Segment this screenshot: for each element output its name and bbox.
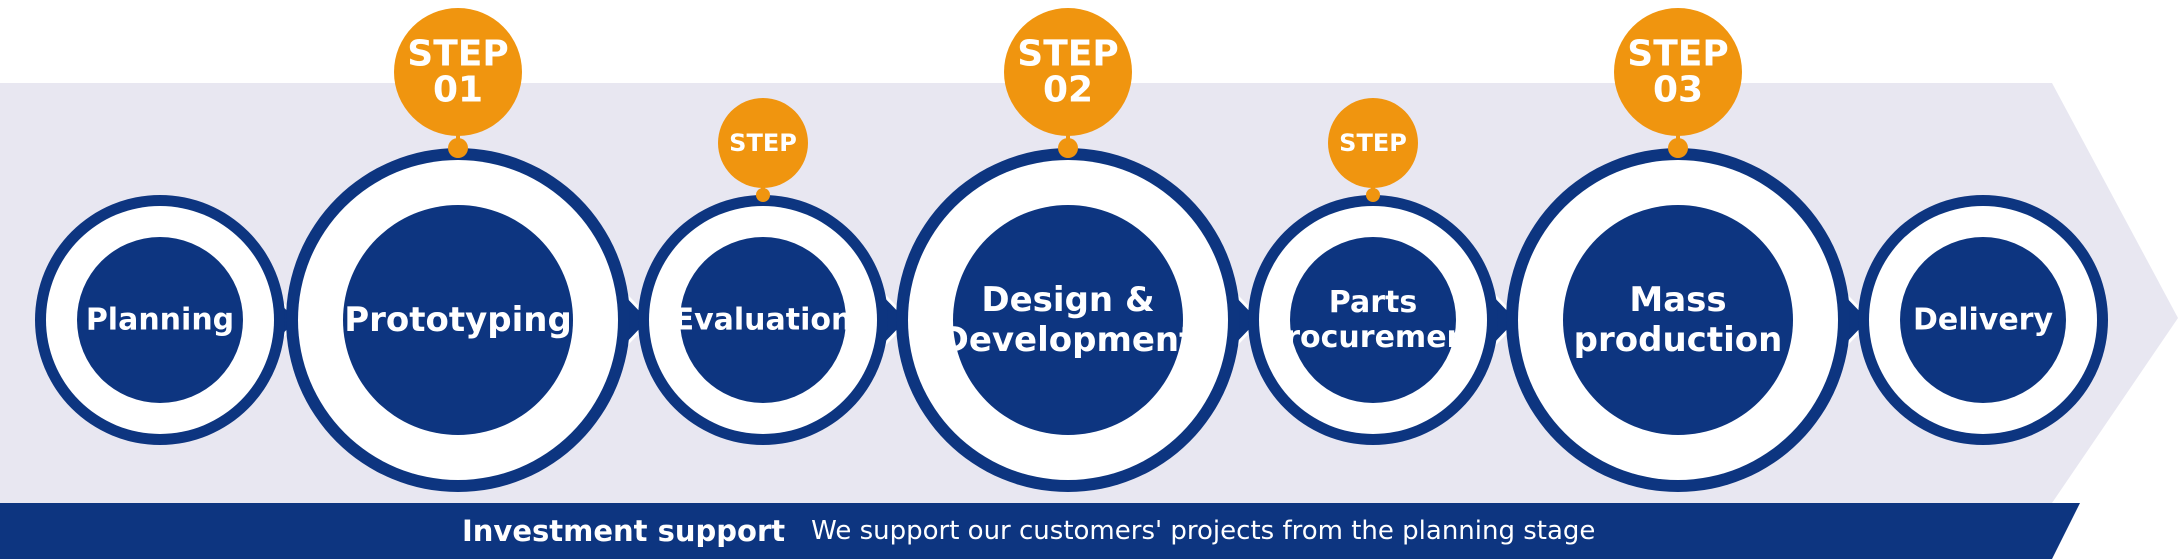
step-badge-label: 02: [1043, 70, 1093, 111]
stage-label: Development: [941, 320, 1196, 360]
step-badge: [1614, 8, 1742, 136]
step-badge-label: STEP: [1017, 34, 1118, 75]
step-badge-dot: [756, 188, 770, 202]
stage-planning: Planning: [35, 195, 285, 445]
stage-parts-procurement-inner-circle: [1290, 237, 1456, 403]
stage-delivery: Delivery: [1858, 195, 2108, 445]
step-badge-dot: [1668, 138, 1688, 158]
stage-label: procurement: [1264, 320, 1482, 355]
stage-label: Mass: [1629, 280, 1726, 320]
step-badge-label: STEP: [1627, 34, 1728, 75]
stage-label: Delivery: [1913, 303, 2054, 338]
step-badge-dot: [1058, 138, 1078, 158]
stage-label: production: [1574, 320, 1783, 360]
stage-label: Prototyping: [344, 300, 572, 340]
stage-label: Design &: [981, 280, 1154, 320]
stage-label: Planning: [86, 303, 234, 338]
step-badge: [718, 98, 808, 188]
investment-support-text: We support our customers' projects from …: [811, 516, 1596, 546]
stage-evaluation: Evaluation STEP: [638, 98, 888, 445]
stage-label: Evaluation: [674, 303, 853, 338]
investment-support-title: Investment support: [462, 514, 786, 548]
step-badge: [394, 8, 522, 136]
stage-prototyping-inner-circle: [343, 205, 573, 435]
step-badge: [1004, 8, 1132, 136]
step-badge-dot: [448, 138, 468, 158]
investment-support-bar: Investment support We support our custom…: [0, 503, 2080, 559]
step-badge-label: STEP: [1339, 129, 1407, 157]
step-badge-label: 03: [1653, 70, 1703, 111]
step-badge-dot: [1366, 188, 1380, 202]
stage-planning-inner-circle: [77, 237, 243, 403]
bottom-bar-shape: [0, 503, 2080, 559]
stage-delivery-inner-circle: [1900, 237, 2066, 403]
step-badge-label: STEP: [729, 129, 797, 157]
stage-evaluation-inner-circle: [680, 237, 846, 403]
stage-label: Parts: [1329, 285, 1417, 320]
stage-design-and-development-inner-circle: [953, 205, 1183, 435]
step-badge-label: 01: [433, 70, 483, 111]
step-badge: [1328, 98, 1418, 188]
stage-mass-production-inner-circle: [1563, 205, 1793, 435]
step-badge-label: STEP: [407, 34, 508, 75]
